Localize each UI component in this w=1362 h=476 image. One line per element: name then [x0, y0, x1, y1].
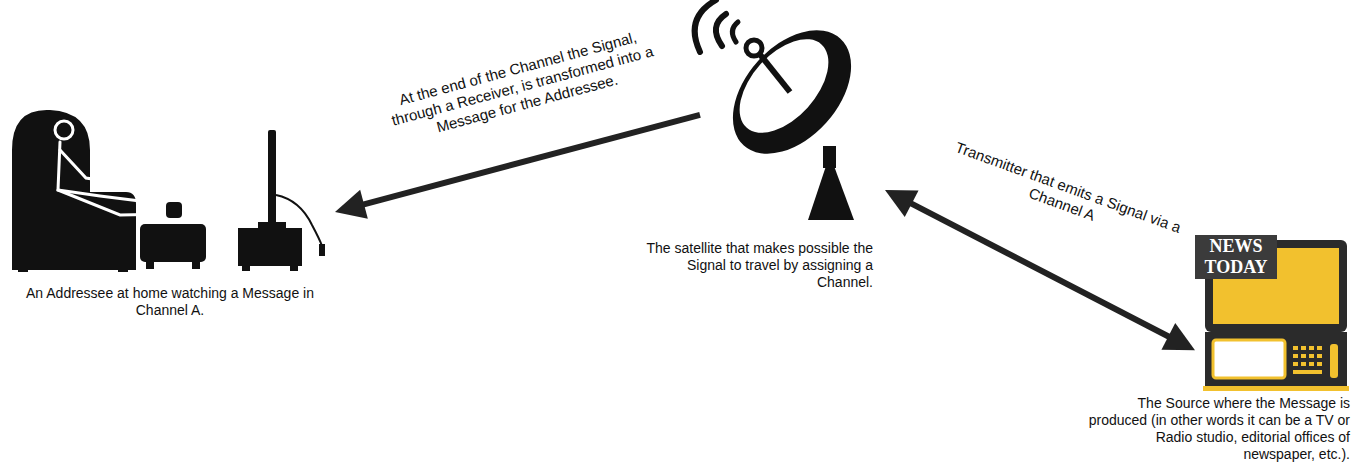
source-group: NEWS TODAYThe Source where the Message i…	[1195, 235, 1355, 395]
connector-arrow	[335, 115, 700, 219]
caption: The Source where the Message is produced…	[1082, 395, 1350, 463]
screen-title: NEWS TODAY	[1195, 235, 1277, 279]
arrow-head	[885, 190, 919, 217]
addressee-group: An Addressee at home watching a Message …	[5, 100, 335, 280]
edge-label: At the end of the Channel the Signal, th…	[377, 23, 666, 149]
caption: An Addressee at home watching a Message …	[20, 285, 320, 319]
person-silhouette	[55, 121, 172, 215]
satellite-dish	[695, 0, 875, 220]
caption: The satellite that makes possible the Si…	[645, 240, 873, 291]
arrow-head	[335, 190, 368, 219]
tv-set	[238, 130, 325, 271]
satellite-group: The satellite that makes possible the Si…	[700, 10, 885, 230]
edge-label: Transmitter that emits a Signal via a Ch…	[932, 133, 1198, 259]
ottoman	[140, 202, 206, 269]
arrow-head	[1161, 323, 1195, 350]
